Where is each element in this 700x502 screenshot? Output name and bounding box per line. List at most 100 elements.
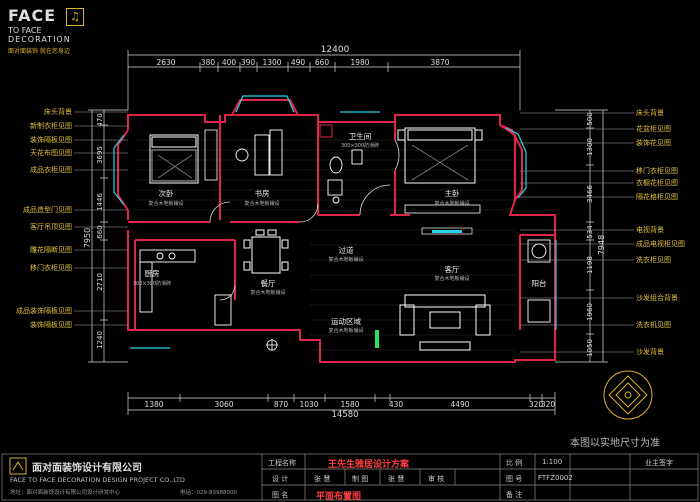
sub-study: 复合木地板铺设	[244, 200, 279, 207]
room-kitchen: 厨房	[145, 268, 160, 278]
right-label: 沙发组合背景	[636, 294, 678, 302]
bottom-dim-3: 870	[274, 400, 289, 409]
bottom-dim-5: 1580	[340, 400, 359, 409]
scale-value: 1:100	[542, 458, 563, 466]
sub-bedroom2: 复合木地板铺设	[148, 200, 183, 207]
top-dim-1: 2630	[156, 58, 175, 67]
master-bed	[397, 127, 483, 184]
bedroom2-bed	[149, 134, 199, 184]
tv	[432, 230, 462, 233]
right-dim-2: 1300	[586, 138, 594, 156]
dining-table	[243, 229, 289, 274]
owner-signature-label: 业主签字	[645, 459, 673, 467]
top-dim-3: 400	[222, 58, 237, 67]
leader-lines-left	[74, 111, 128, 326]
scale-label: 比 例	[506, 459, 523, 467]
bottom-dim-4: 1030	[299, 400, 318, 409]
right-label: 花盆柜见图	[636, 125, 671, 133]
brand-line2: TO FACE	[8, 26, 42, 35]
left-dim-6: 1240	[96, 331, 104, 349]
right-label: 成品电视柜见图	[636, 240, 685, 248]
right-dim-3: 3466	[586, 185, 594, 203]
sub-dining: 复合木地板铺设	[250, 289, 285, 296]
left-label: 成品衣柜见图	[30, 166, 72, 174]
brand-line3: DECORATION	[8, 35, 71, 44]
room-balcony: 阳台	[532, 278, 547, 288]
brand-name: FACE	[8, 6, 57, 25]
drawing-name: 平面布置图	[316, 492, 362, 502]
bottom-dim-7: 4490	[450, 400, 469, 409]
left-label: 客厅吊顶见图	[30, 223, 72, 231]
drawer-name: 张 慧	[388, 475, 405, 483]
bedroom2-wardrobe	[204, 129, 218, 181]
design-label: 设 计	[272, 475, 289, 483]
left-dim-3: 1446	[96, 193, 104, 211]
room-living: 客厅	[445, 264, 460, 274]
right-dimensions	[555, 109, 608, 363]
right-label: 移门衣柜见图	[636, 167, 678, 175]
bottom-dim-9: 320	[541, 400, 556, 409]
room-bedroom2: 次卧	[159, 188, 174, 198]
left-dim-5: 2710	[96, 273, 104, 291]
right-label: 衣橱花柜见图	[636, 179, 678, 187]
left-total-dim: 7950	[83, 228, 92, 248]
scale-note: 本图以实地尺寸为准	[570, 438, 660, 449]
project-label: 工程名称	[268, 459, 296, 467]
leader-lines-right	[520, 112, 634, 353]
top-dim-8: 1980	[350, 58, 369, 67]
right-label: 隔花格柜见图	[636, 193, 678, 201]
top-dim-7: 660	[315, 58, 330, 67]
bathroom-fixtures	[327, 149, 363, 204]
tv-cabinet	[421, 227, 473, 235]
left-dimensions	[88, 109, 128, 363]
left-label: 装饰隔板见图	[30, 136, 72, 144]
top-dim-5: 1300	[262, 58, 281, 67]
sub-corridor: 复合木地板铺设	[328, 256, 363, 263]
right-label: 洗衣柜见图	[636, 256, 671, 264]
left-label: 雕花隔断见图	[30, 246, 72, 254]
brand-mark-icon: ♫	[66, 8, 84, 26]
room-dining: 餐厅	[261, 279, 276, 288]
kitchen-counter	[139, 249, 232, 326]
left-label: 移门衣柜见图	[30, 264, 72, 272]
right-label: 电视背景	[636, 226, 664, 234]
living-sofa	[399, 294, 491, 351]
right-label: 装饰花见图	[636, 139, 671, 147]
left-label: 装饰隔板见图	[30, 321, 72, 329]
right-dim-5: 1198	[586, 256, 594, 274]
title-block-grid	[1, 453, 699, 501]
right-label: 洗衣机见图	[636, 321, 671, 329]
drawing-label: 图 名	[272, 491, 289, 499]
left-dim-1: 470	[96, 113, 104, 126]
walls	[117, 99, 556, 363]
room-bathroom: 卫生间	[349, 131, 372, 141]
room-activity: 运动区域	[331, 316, 361, 326]
left-label: 成品造型门见图	[23, 206, 72, 214]
company-phone: 电话：029-83988000	[180, 490, 237, 496]
study-desk	[235, 129, 283, 176]
right-dim-7: 1050	[586, 339, 594, 357]
left-label: 床头背景	[44, 108, 72, 116]
number-value: FTFZ0002	[538, 474, 573, 482]
remark-label: 备 注	[506, 491, 523, 499]
draw-label: 制 图	[352, 475, 369, 483]
bottom-dim-2: 3060	[214, 400, 233, 409]
top-dim-4: 390	[241, 58, 256, 67]
plant-icon	[266, 339, 278, 351]
top-total-dim: 12400	[321, 45, 350, 55]
activity-marker	[375, 330, 379, 348]
brand-tagline: 面对面装饰 就在您身边	[8, 48, 70, 55]
bathroom-shaft	[319, 124, 333, 138]
title-block: 面对面装饰设计有限公司 FACE TO FACE DECORATION DESI…	[0, 452, 700, 502]
room-study: 书房	[255, 188, 270, 198]
right-label: 床头背景	[636, 109, 664, 117]
bottom-dim-8: 320	[529, 400, 544, 409]
left-label: 新制衣柜见图	[30, 122, 72, 130]
sub-living: 复合木地板铺设	[434, 275, 469, 282]
company-name-en: FACE TO FACE DECORATION DESIGN PROJECT C…	[10, 476, 185, 484]
bottom-dim-6: 430	[389, 400, 404, 409]
right-label: 沙发背景	[636, 348, 664, 356]
audit-label: 审 核	[428, 475, 445, 483]
sub-master: 复合木地板铺设	[434, 200, 469, 207]
